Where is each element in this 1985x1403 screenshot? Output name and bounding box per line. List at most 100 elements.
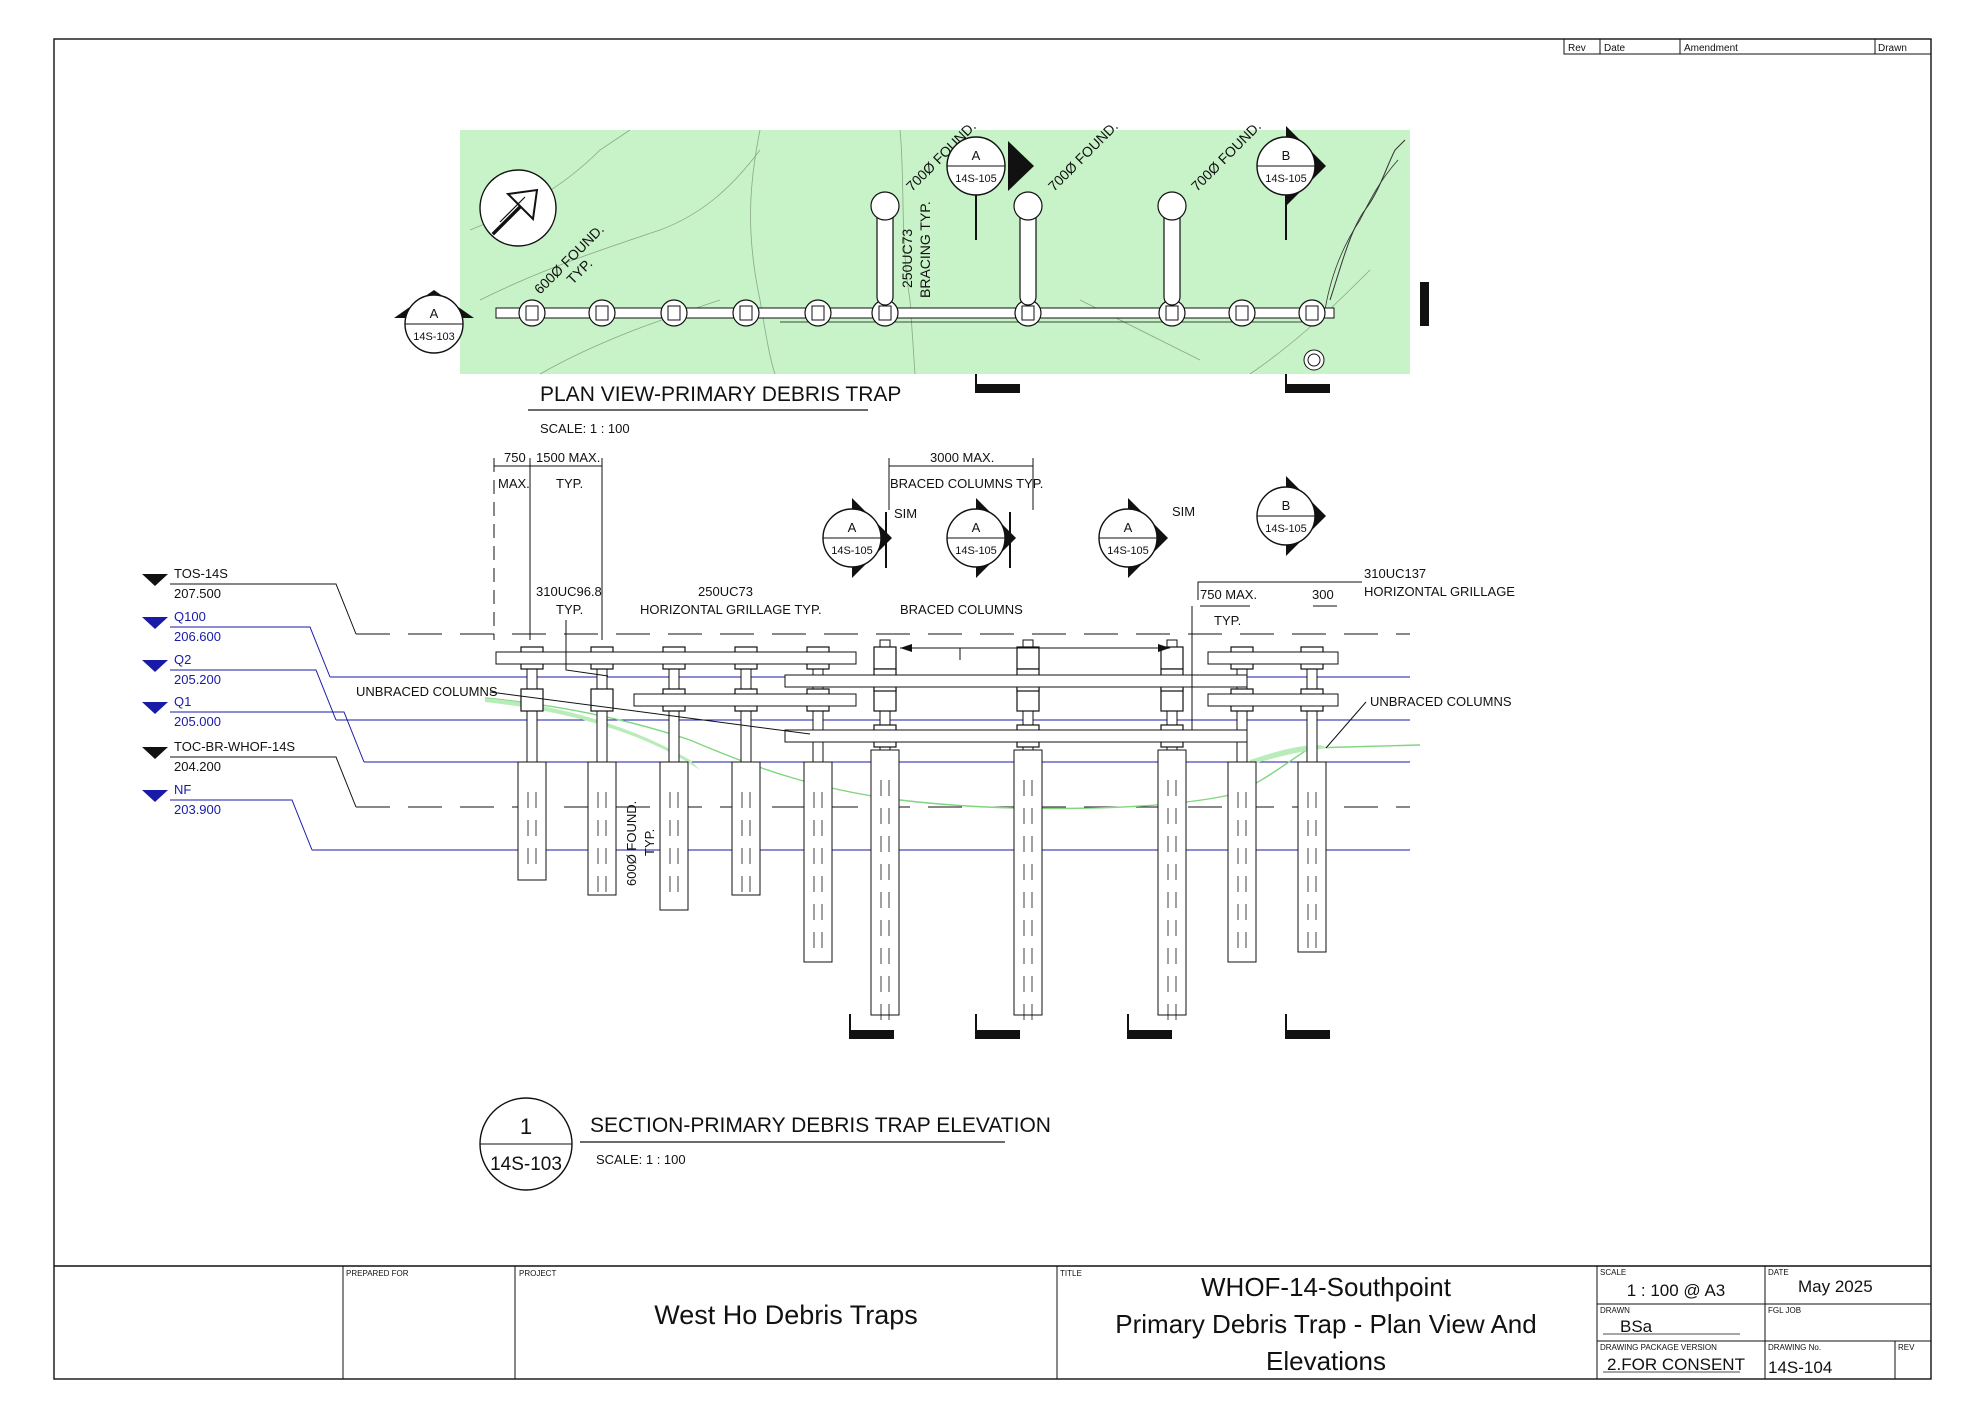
- drawn-header: Drawn: [1878, 43, 1907, 54]
- plan-foundations: [518, 299, 1326, 327]
- plan-grillage-beam: [495, 307, 1335, 319]
- title-line-1: WHOF-14-Southpoint: [1201, 1272, 1452, 1302]
- elevation-title: SECTION-PRIMARY DEBRIS TRAP ELEVATION: [590, 1114, 1051, 1137]
- column-foundation: [517, 761, 547, 881]
- level-name: Q2: [174, 652, 191, 667]
- section-marker-letter: A: [848, 520, 857, 535]
- level-marker-icon: [142, 660, 168, 672]
- title-label: TITLE: [1060, 1269, 1082, 1278]
- svg-text:A: A: [430, 306, 439, 321]
- column-joint: [520, 688, 544, 712]
- svg-text:14S-103: 14S-103: [413, 331, 455, 343]
- elev-found-typ: TYP.: [642, 829, 657, 856]
- north-arrow-icon: [479, 169, 557, 247]
- plan-column: [739, 305, 753, 321]
- level-name: Q100: [174, 609, 206, 624]
- svg-text:B: B: [1282, 148, 1291, 163]
- column-foundation: [1157, 749, 1187, 1016]
- drawing-no-label: DRAWING No.: [1768, 1343, 1821, 1352]
- level-marker-icon: [142, 790, 168, 802]
- drawn-value: BSa: [1620, 1317, 1653, 1336]
- elev-found-label: 600Ø FOUND.: [624, 801, 639, 886]
- column-joint: [1160, 688, 1184, 712]
- section-number: 1: [520, 1114, 532, 1139]
- dim-1500-typ: TYP.: [556, 476, 583, 491]
- date-value: May 2025: [1798, 1277, 1873, 1296]
- contours: [469, 129, 1371, 375]
- package-label: DRAWING PACKAGE VERSION: [1600, 1343, 1717, 1352]
- dimensions: [493, 458, 1337, 730]
- level-marker-icon: [142, 747, 168, 759]
- level-value: 203.900: [174, 802, 221, 817]
- grillage-typ: HORIZONTAL GRILLAGE TYP.: [640, 602, 822, 617]
- scale-value: 1 : 100 @ A3: [1627, 1281, 1726, 1300]
- level-leader: [170, 669, 337, 721]
- plan-bracing-typ: BRACING TYP.: [917, 201, 933, 298]
- section-marker-letter: B: [1282, 498, 1291, 513]
- level-leader: [170, 756, 357, 808]
- column-joint: [1016, 688, 1040, 712]
- unbraced-columns-left: UNBRACED COLUMNS: [356, 684, 498, 699]
- sim-label-2: SIM: [1172, 504, 1195, 519]
- svg-text:14S-105: 14S-105: [1265, 173, 1307, 185]
- section-marker-a-103: A 14S-103: [394, 290, 474, 354]
- drawn-label: DRAWN: [1600, 1306, 1630, 1315]
- section-sheet: 14S-103: [490, 1154, 562, 1175]
- h-grillage-typ: HORIZONTAL GRILLAGE: [1364, 584, 1515, 599]
- col-310-typ: TYP.: [556, 602, 583, 617]
- section-marker-b-105-plan: B 14S-105: [1256, 126, 1326, 240]
- plan-column: [1305, 305, 1319, 321]
- level-leader: [170, 583, 357, 635]
- plan-bracing: [870, 191, 1187, 306]
- grillage-label: 250UC73: [698, 584, 753, 599]
- col-310-label: 310UC96.8: [536, 584, 602, 599]
- plan-scale: SCALE: 1 : 100: [540, 421, 630, 436]
- braced-typ: BRACED COLUMNS TYP.: [890, 476, 1043, 491]
- column-joint: [873, 646, 897, 670]
- column-foundation: [659, 761, 689, 911]
- column-foundation: [1297, 761, 1327, 953]
- section-marker-a-105-plan: A 14S-105: [946, 136, 1034, 240]
- plan-column: [1165, 305, 1179, 321]
- amendment-header: Amendment: [1684, 43, 1738, 54]
- plan-column: [595, 305, 609, 321]
- drawing-no-value: 14S-104: [1768, 1358, 1832, 1377]
- level-marker-icon: [142, 702, 168, 714]
- braced-columns-label: BRACED COLUMNS: [900, 602, 1023, 617]
- package-value: 2.FOR CONSENT: [1607, 1355, 1745, 1374]
- plan-view: 600Ø FOUND. TYP. 700Ø FOUND. 700Ø FOUND.…: [394, 118, 1429, 436]
- date-header: Date: [1604, 43, 1626, 54]
- project-name: West Ho Debris Traps: [654, 1300, 918, 1330]
- section-marker-letter: A: [1124, 520, 1133, 535]
- plan-column: [667, 305, 681, 321]
- section-marker-letter: A: [972, 520, 981, 535]
- section-marker-ref: 14S-105: [1265, 523, 1307, 535]
- cut-mark: [1420, 282, 1429, 326]
- level-name: TOS-14S: [174, 566, 228, 581]
- fgl-job-label: FGL JOB: [1768, 1306, 1801, 1315]
- plan-title: PLAN VIEW-PRIMARY DEBRIS TRAP: [540, 383, 901, 406]
- section-title-bubble: 1 14S-103: [479, 1097, 573, 1191]
- sheet-border: [53, 38, 1932, 1380]
- scale-label: SCALE: [1600, 1268, 1626, 1277]
- level-value: 205.000: [174, 714, 221, 729]
- level-name: TOC-BR-WHOF-14S: [174, 739, 295, 754]
- column-joint: [1016, 646, 1040, 670]
- svg-text:A: A: [972, 148, 981, 163]
- rev-label: REV: [1898, 1343, 1915, 1352]
- level-value: 206.600: [174, 629, 221, 644]
- dim-300: 300: [1312, 587, 1334, 602]
- project-label: PROJECT: [519, 1269, 556, 1278]
- column-joint: [1160, 646, 1184, 670]
- svg-text:14S-105: 14S-105: [955, 173, 997, 185]
- plan-column: [811, 305, 825, 321]
- plan-column: [878, 305, 892, 321]
- dim-750-max: MAX.: [498, 476, 530, 491]
- column-joint: [873, 688, 897, 712]
- title-block: PREPARED FOR PROJECT West Ho Debris Trap…: [54, 1265, 1931, 1379]
- dim-750-typ-right: TYP.: [1214, 613, 1241, 628]
- date-label: DATE: [1768, 1268, 1789, 1277]
- plan-column: [525, 305, 539, 321]
- title-line-3: Elevations: [1266, 1346, 1386, 1376]
